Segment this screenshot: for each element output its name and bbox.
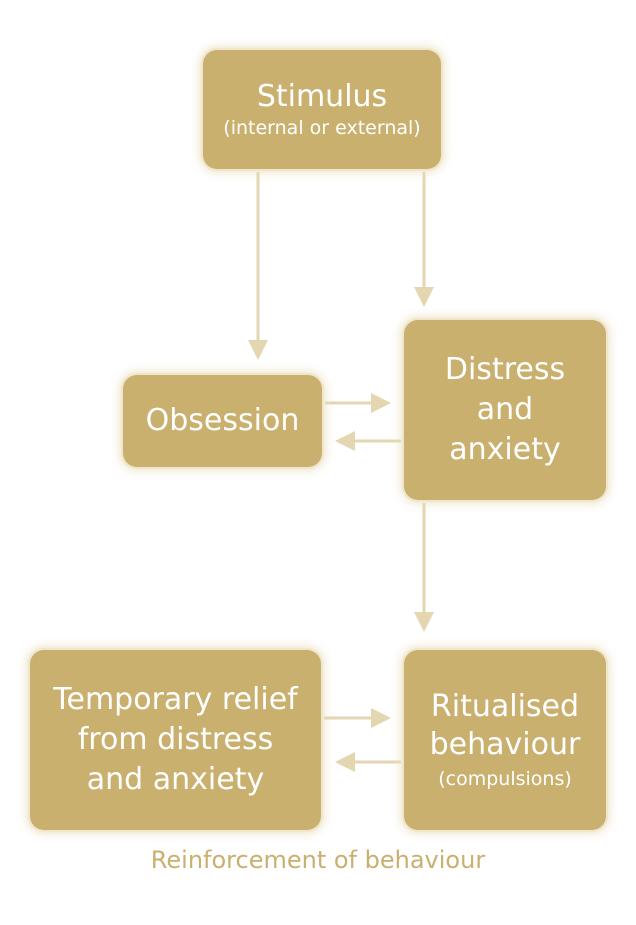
relief-line-3: and anxiety [86, 762, 265, 797]
arrowhead-distress-to-obsession [335, 431, 355, 451]
relief-line-1: Temporary relief [53, 682, 298, 717]
ritual-line-2: behaviour [429, 727, 581, 762]
distress-line-2: and [476, 392, 534, 427]
obsession-node: Obsession [123, 375, 322, 467]
arrowhead-obsession-to-distress [371, 393, 391, 413]
ritual-subtitle: (compulsions) [438, 768, 572, 790]
relief-node: Temporary relief from distress and anxie… [30, 650, 321, 830]
ritual-line-1: Ritualised [430, 689, 580, 724]
stimulus-subtitle: (internal or external) [223, 116, 421, 139]
arrowhead-distress-to-ritual [414, 612, 434, 632]
diagram-caption: Reinforcement of behaviour [150, 846, 486, 874]
stimulus-title: Stimulus [256, 78, 388, 114]
arrowhead-stimulus-to-distress [414, 287, 434, 307]
distress-line-3: anxiety [449, 432, 561, 467]
distress-node: Distress and anxiety [404, 320, 606, 500]
arrowhead-stimulus-to-obsession [248, 340, 268, 360]
distress-line-1: Distress [444, 352, 566, 387]
stimulus-node: Stimulus (internal or external) [203, 50, 441, 169]
ritual-node: Ritualised behaviour (compulsions) [404, 650, 606, 830]
obsession-title: Obsession [145, 403, 300, 438]
relief-line-2: from distress [77, 722, 274, 757]
arrowhead-ritual-to-relief [335, 752, 355, 772]
arrowhead-relief-to-ritual [371, 708, 391, 728]
